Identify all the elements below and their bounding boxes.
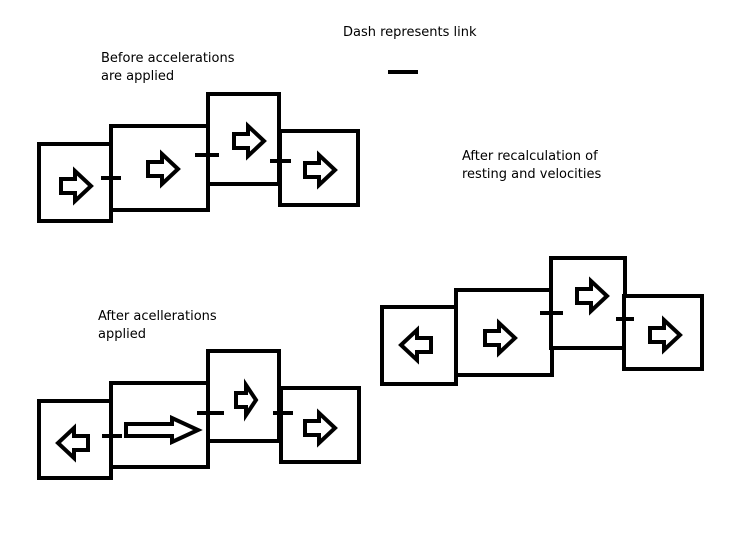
panel-before-right-arrow-icon-4	[303, 150, 338, 190]
panel-before-right-arrow-icon-1	[59, 166, 94, 206]
panel-after-accelerations-left-arrow-icon-1	[55, 423, 90, 463]
panel-after-accel-caption-line-2: applied	[98, 327, 146, 342]
panel-after-recalculation	[380, 256, 704, 386]
panel-after-recalculation-right-arrow-icon-2	[483, 318, 518, 358]
panel-before-box-2	[109, 124, 210, 212]
panel-after-accelerations-right-arrow-icon-2	[124, 414, 203, 446]
panel-after-recalc-caption-line-1: After recalculation of	[462, 149, 598, 164]
panel-before	[37, 92, 360, 223]
panel-after-accel-caption-line-1: After acellerations	[98, 309, 217, 324]
legend-text: Dash represents link	[343, 25, 477, 40]
panel-after-recalculation-right-arrow-icon-4	[648, 315, 683, 355]
panel-after-accelerations	[37, 349, 361, 480]
panel-after-accelerations-right-arrow-icon-4	[303, 408, 338, 448]
panel-after-recalculation-left-arrow-icon-1	[398, 325, 433, 365]
panels-layer	[37, 92, 704, 480]
panel-before-right-arrow-icon-2	[146, 149, 181, 189]
panel-after-recalculation-box-1	[380, 305, 458, 386]
panel-before-caption-line-1: Before accelerations	[101, 51, 235, 66]
panel-after-accelerations-right-arrow-icon-3	[234, 378, 259, 422]
panel-before-box-1	[37, 142, 113, 223]
panel-before-right-arrow-icon-3	[232, 121, 267, 161]
panel-before-caption-line-2: are applied	[101, 69, 175, 84]
panel-after-recalc-caption-line-2: resting and velocities	[462, 167, 602, 182]
panel-after-recalculation-right-arrow-icon-3	[575, 276, 610, 316]
